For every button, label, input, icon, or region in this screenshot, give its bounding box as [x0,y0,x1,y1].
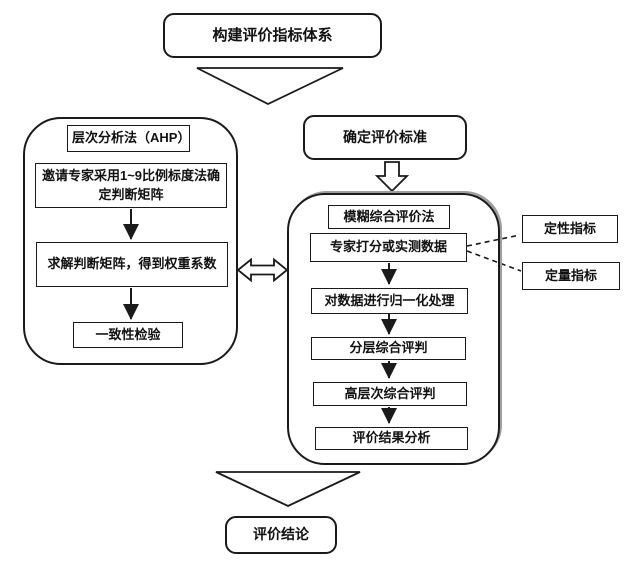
down-triangle-arrow-top [196,67,344,106]
dashed-connector-qualitative [466,234,521,247]
fuzzy-step-5: 评价结果分析 [315,427,468,450]
fuzzy-step-4: 高层次综合评判 [313,382,467,406]
ahp-step-3: 一致性检验 [73,322,183,348]
double-horizontal-arrow [236,257,289,283]
conclusion-node: 评价结论 [225,516,337,554]
standard-node: 确定评价标准 [303,115,467,160]
fuzzy-step-1: 专家打分或实测数据 [310,233,467,262]
ahp-panel [23,117,238,365]
ahp-step-1: 邀请专家采用1~9比例标度法确定判断矩阵 [35,163,227,208]
fuzzy-step-2: 对数据进行归一化处理 [311,288,468,314]
fuzzy-step-3: 分层综合评判 [311,337,466,360]
quantitative-indicator-node: 定量指标 [522,262,620,290]
qualitative-indicator-node: 定性指标 [522,215,618,243]
top-node: 构建评价指标体系 [163,13,382,58]
fuzzy-title: 模糊综合评价法 [328,205,450,229]
block-down-arrow [374,161,410,193]
fuzzy-panel [287,193,500,465]
down-triangle-arrow-bottom [215,471,361,507]
ahp-step-2: 求解判断矩阵，得到权重系数 [36,242,228,287]
dashed-connector-quantitative [466,250,522,272]
ahp-title: 层次分析法（AHP） [67,125,190,152]
